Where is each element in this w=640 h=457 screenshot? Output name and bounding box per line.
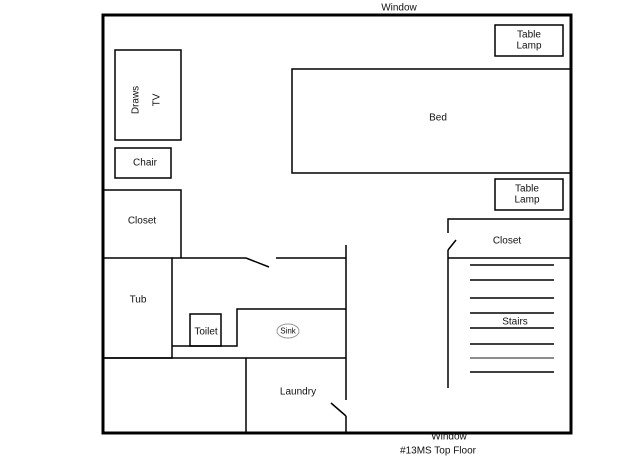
table-lamp-bottom [494,178,564,211]
tv-label: TV [151,93,163,107]
table-lamp-bottom-line1: Table [515,183,539,195]
stairs-treads [470,264,554,373]
closet-right-door [447,239,457,251]
sink-label: Sink [280,326,296,336]
laundry-door [330,402,347,417]
draws-tv-furniture [114,49,182,141]
tub-walls [103,257,173,359]
chair-label: Chair [133,157,157,169]
stairs-label: Stairs [502,316,528,328]
sink-fixture [276,323,300,339]
tub-label: Tub [129,294,147,306]
draws-label: Draws [130,85,142,115]
closet-left-walls [103,189,182,258]
window-bottom-label: Window [431,431,467,443]
laundry-label: Laundry [279,386,317,398]
chair-furniture [114,147,172,179]
plan-title: #13MS Top Floor [400,445,476,457]
toilet-label: Toilet [194,326,218,338]
bed-label: Bed [429,112,447,124]
closet-right-label: Closet [492,235,522,247]
toilet-fixture [189,313,222,347]
bathroom-door [245,257,270,268]
table-lamp-top [494,24,564,57]
closet-right-walls [447,218,571,233]
outer-wall [101,13,573,435]
window-top-label: Window [381,2,417,14]
bed-furniture [291,68,572,174]
table-lamp-top-line1: Table [517,29,541,41]
table-lamp-bottom-line2: Lamp [514,194,540,206]
closet-left-label: Closet [127,215,157,227]
table-lamp-top-line2: Lamp [516,40,542,52]
